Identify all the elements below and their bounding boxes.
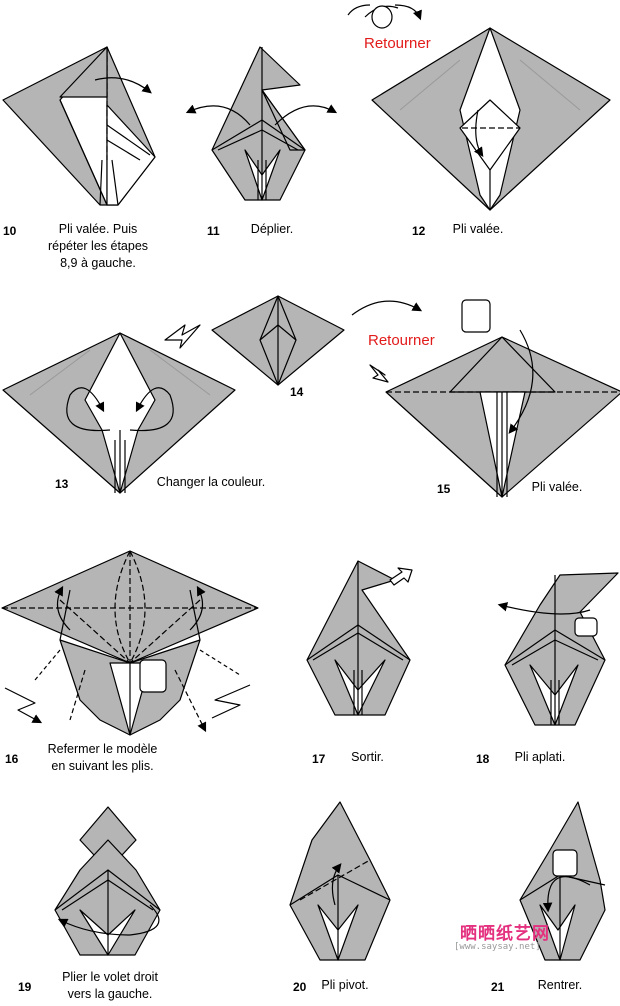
caption-line: Pli pivot. — [321, 978, 369, 992]
step-19-figure — [54, 806, 161, 956]
step-caption: Pli valée. — [438, 221, 518, 238]
step-11-figure — [185, 46, 338, 201]
caption-line: Changer la couleur. — [156, 475, 266, 489]
step-21-figure — [519, 801, 606, 961]
step-caption: Refermer le modèle en suivant les plis. — [30, 741, 175, 775]
step-number: 15 — [437, 482, 451, 496]
step-caption: Pli valée. — [522, 479, 592, 496]
step-20-figure — [289, 801, 391, 961]
caption-line: Plier le volet droit — [62, 970, 158, 984]
step-caption: Déplier. — [232, 221, 312, 238]
caption-line: en suivant les plis. — [51, 759, 154, 773]
caption-line: Pli valée. — [531, 480, 583, 494]
step-17-figure — [306, 560, 413, 716]
caption-line: Refermer le modèle — [47, 742, 158, 756]
watermark-url: [www.saysay.net] — [454, 942, 541, 952]
caption-line: Pli valée. — [452, 222, 504, 236]
watermark-logo: 晒晒纸艺网 — [460, 924, 550, 944]
step-caption: Pli aplati. — [505, 749, 575, 766]
step-14-figure — [211, 295, 345, 386]
step-number: 14 — [290, 385, 304, 399]
step-caption: Sortir. — [340, 749, 395, 766]
step-caption: Changer la couleur. — [146, 474, 276, 491]
step-caption: Rentrer. — [525, 977, 595, 994]
step-caption: Pli pivot. — [310, 977, 380, 994]
caption-line: Rentrer. — [537, 978, 583, 992]
step-number: 10 — [3, 224, 17, 238]
caption-line: Pli valée. Puis — [58, 222, 138, 236]
step-caption: Pli valée. Puis répéter les étapes 8,9 à… — [18, 221, 178, 272]
step-number: 11 — [207, 224, 220, 238]
step-caption: Plier le volet droit vers la gauche. — [40, 969, 180, 1003]
step-number: 20 — [293, 980, 307, 994]
step-number: 13 — [55, 477, 69, 491]
caption-line: Pli aplati. — [514, 750, 566, 764]
step-10-figure — [2, 46, 156, 206]
step-number: 12 — [412, 224, 426, 238]
caption-line: Sortir. — [351, 750, 384, 764]
step-12-figure — [347, 4, 611, 211]
caption-line: Déplier. — [250, 222, 294, 236]
step-number: 21 — [491, 980, 505, 994]
step-number: 17 — [312, 752, 326, 766]
step-number: 18 — [476, 752, 490, 766]
caption-line: vers la gauche. — [67, 987, 153, 1001]
step-16-figure — [1, 550, 259, 736]
retourner-label-1: Retourner — [364, 35, 431, 52]
retourner-label-2: Retourner — [368, 332, 435, 349]
caption-line: répéter les étapes — [47, 239, 149, 253]
step-number: 19 — [18, 980, 32, 994]
step-13-figure — [2, 324, 236, 494]
caption-line: 8,9 à gauche. — [60, 256, 136, 270]
step-18-figure — [497, 572, 619, 726]
step-number: 16 — [5, 752, 19, 766]
step-15-figure — [351, 299, 620, 498]
